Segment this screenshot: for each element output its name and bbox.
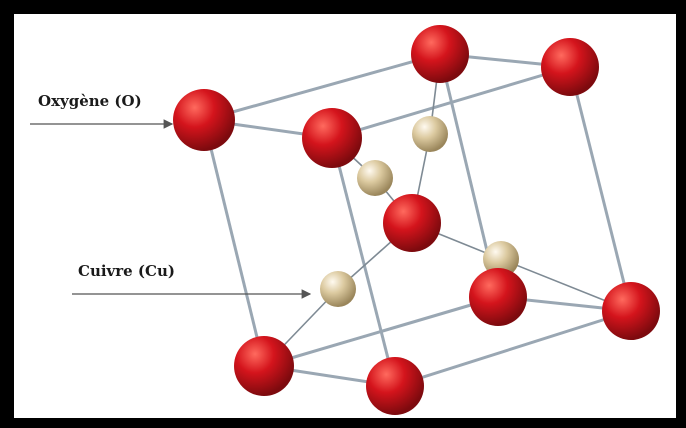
edge — [263, 295, 499, 368]
oxygen-atom — [541, 38, 599, 96]
copper-atom — [320, 271, 356, 307]
copper-atom — [483, 241, 519, 277]
copper-atoms — [320, 116, 519, 307]
oxygen-label: Oxygène (O) — [38, 92, 142, 110]
edge — [568, 66, 633, 312]
oxygen-atom — [469, 268, 527, 326]
oxygen-atom — [383, 194, 441, 252]
crystal-structure-diagram — [30, 25, 660, 415]
diagram-canvas: Oxygène (O) Cuivre (Cu) — [14, 14, 676, 418]
oxygen-atom — [366, 357, 424, 415]
edge — [203, 52, 441, 122]
oxygen-atoms — [173, 25, 660, 415]
oxygen-atom — [173, 89, 235, 151]
edge — [202, 119, 266, 367]
bond-lines — [263, 53, 632, 367]
copper-atom — [412, 116, 448, 152]
edge — [394, 309, 632, 388]
oxygen-atom — [302, 108, 362, 168]
copper-label: Cuivre (Cu) — [78, 262, 175, 280]
edge — [330, 137, 397, 387]
oxygen-atom — [602, 282, 660, 340]
copper-atom — [357, 160, 393, 196]
oxygen-atom — [411, 25, 469, 83]
oxygen-atom — [234, 336, 294, 396]
